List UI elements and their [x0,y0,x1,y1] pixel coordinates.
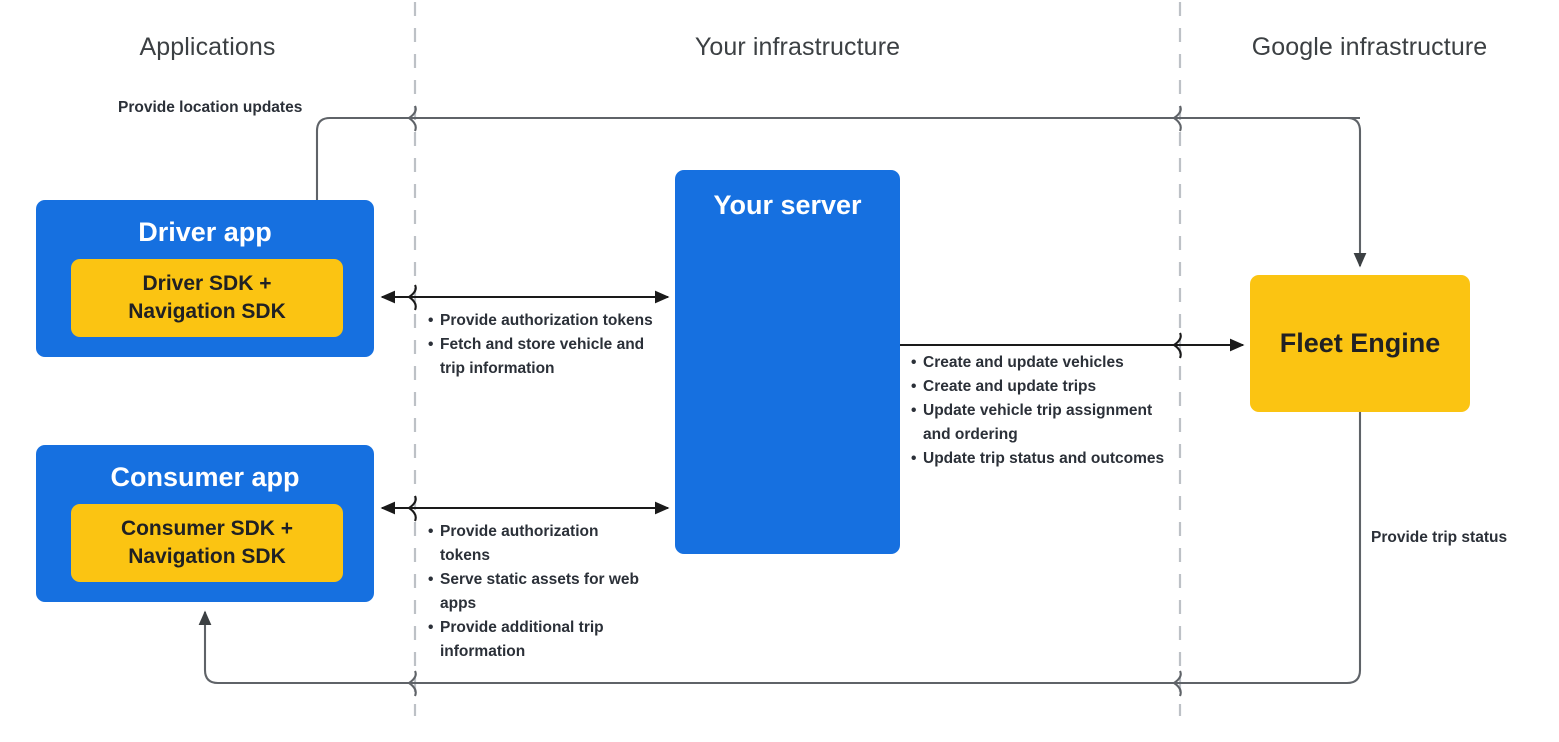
wire-jump-driver-divider-b [408,296,417,311]
bullet-list: Create and update vehiclesCreate and upd… [911,351,1171,471]
driver-app-title: Driver app [138,217,272,247]
node-fleet-engine[interactable]: Fleet Engine [1250,275,1470,412]
bullet-list: Provide authorization tokensFetch and st… [428,309,658,381]
wire-provide-location-updates [310,116,1360,266]
wire-jump-top-right [1173,105,1182,119]
bullet-item: Provide additional trip information [428,616,650,664]
bullet-item: Update vehicle trip assignment and order… [911,399,1171,447]
your-server-title: Your server [713,190,862,220]
wire-jump-consumer-divider-b [408,507,417,522]
bullet-item: Fetch and store vehicle and trip informa… [428,333,658,381]
node-your-server[interactable]: Your server [675,170,900,554]
label-provide-location-updates: Provide location updates [118,99,303,116]
bullet-list: Provide authorization tokensServe static… [428,520,650,664]
wire-jump-bottom-left [408,670,417,684]
node-consumer-sdk[interactable]: Consumer SDK +Navigation SDK [71,504,343,582]
bullet-item: Provide authorization tokens [428,309,658,333]
node-driver-sdk[interactable]: Driver SDK +Navigation SDK [71,259,343,337]
bullets-server-to-fleet-engine: Create and update vehiclesCreate and upd… [911,351,1171,471]
zone-title-google-infrastructure: Google infrastructure [1251,33,1488,61]
wire-jump-bottom-right [1173,670,1182,684]
bullets-driver-to-server: Provide authorization tokensFetch and st… [428,309,658,381]
wire-provide-trip-status [198,412,1362,685]
wire-jump-top-left-b [408,117,417,132]
bullet-item: Create and update vehicles [911,351,1171,375]
driver-sdk-label: Driver SDK +Navigation SDK [128,272,286,323]
bullet-item: Create and update trips [911,375,1171,399]
zone-title-applications: Applications [139,33,276,61]
node-driver-app[interactable]: Driver app Driver SDK +Navigation SDK [36,200,374,357]
bullet-item: Update trip status and outcomes [911,447,1171,471]
fleet-engine-title: Fleet Engine [1279,328,1441,358]
consumer-app-title: Consumer app [110,462,300,492]
wire-jump-driver-divider [408,284,417,298]
bullets-consumer-to-server: Provide authorization tokensServe static… [428,520,650,664]
zone-title-your-infrastructure: Your infrastructure [694,33,901,61]
bullet-item: Provide authorization tokens [428,520,650,568]
label-provide-trip-status: Provide trip status [1371,529,1508,546]
wire-jump-top-left [408,105,417,119]
wire-jump-bottom-right-b [1173,682,1182,697]
bullet-item: Serve static assets for web apps [428,568,650,616]
wire-location-updates-to-fleet [1346,116,1367,268]
wire-jump-bottom-left-b [408,682,417,697]
wire-jump-server-fleet [1173,332,1182,346]
wire-jump-top-right-b [1173,117,1182,132]
node-consumer-app[interactable]: Consumer app Consumer SDK +Navigation SD… [36,445,374,602]
consumer-sdk-label: Consumer SDK +Navigation SDK [120,517,294,568]
wire-jump-server-fleet-b [1173,344,1182,359]
wire-jump-consumer-divider [408,495,417,509]
